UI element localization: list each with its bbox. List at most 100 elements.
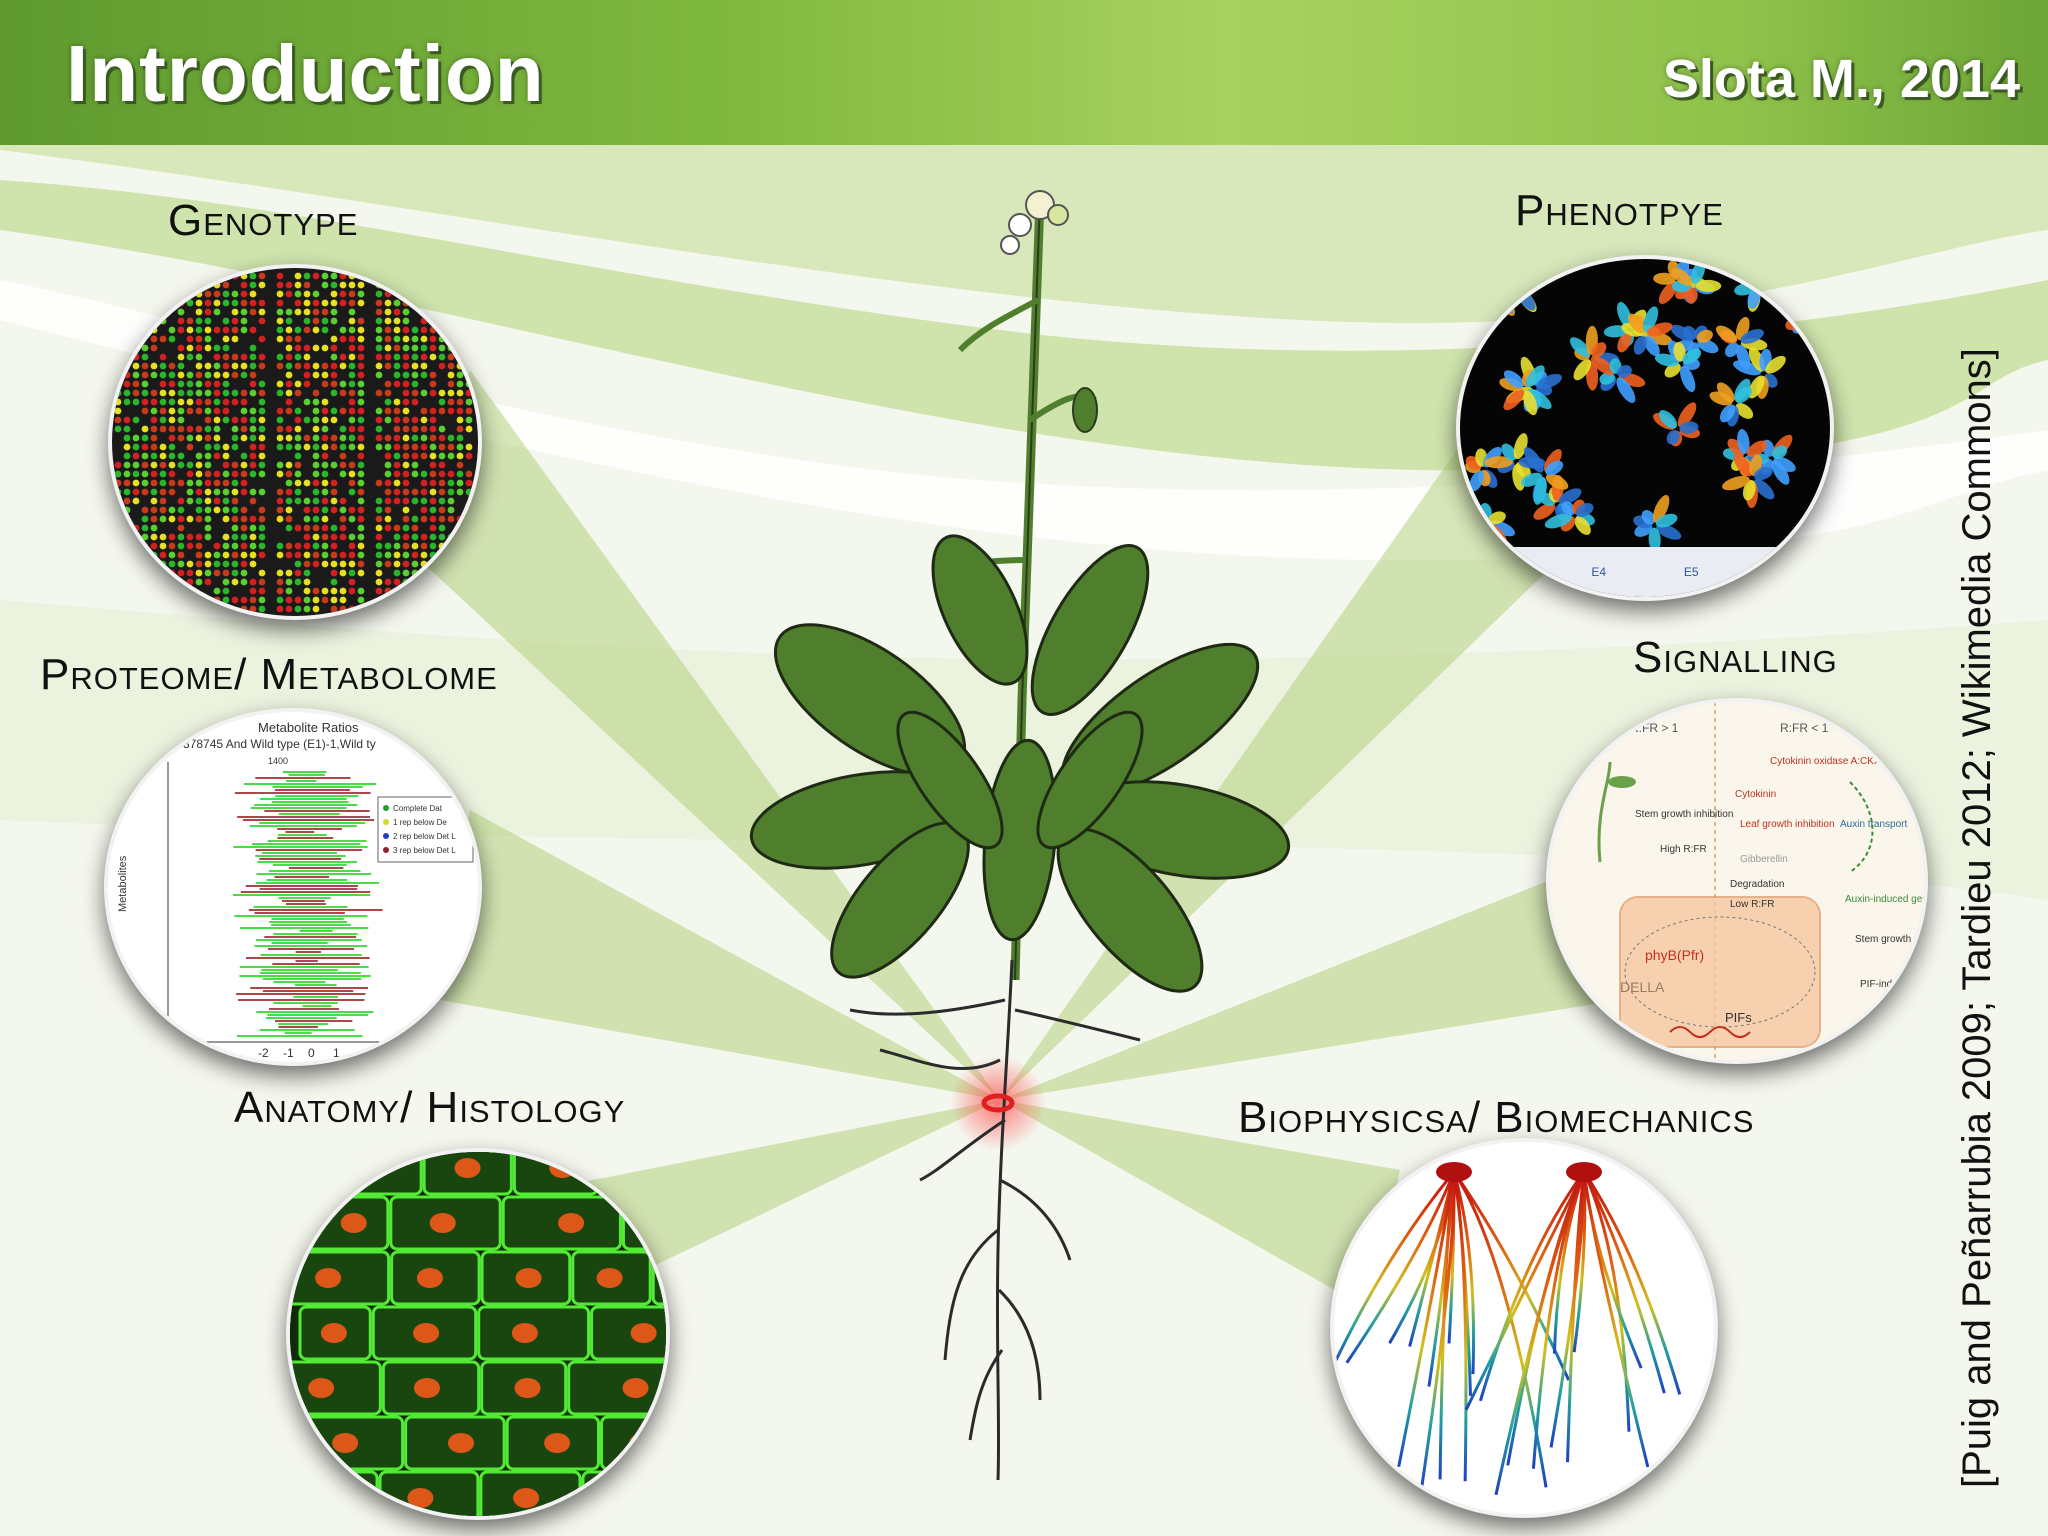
array-spot [285,380,293,388]
array-spot [141,488,149,496]
array-spot [249,479,257,487]
array-spot [285,533,293,541]
rosette-leaf [1574,516,1591,535]
array-spot [330,533,338,541]
rosette-leaf [1644,335,1660,357]
array-spot [249,389,257,397]
array-spot [258,299,266,307]
array-spot [213,281,221,289]
array-spot [339,488,347,496]
array-spot [303,452,311,460]
array-spot [168,362,176,370]
array-spot [420,524,428,532]
array-spot [141,398,149,406]
array-spot [285,569,293,577]
array-spot [303,398,311,406]
array-spot [339,587,347,595]
root-strand [1464,1171,1586,1411]
cell-nucleus [407,1488,434,1508]
array-spot [240,389,248,397]
array-spot [159,488,167,496]
sig-label: Stem growth inhibition [1635,809,1733,820]
array-spot [330,272,338,280]
array-spot [465,389,473,397]
array-spot [258,362,266,370]
array-spot [420,488,428,496]
array-spot [294,380,302,388]
array-spot [456,488,464,496]
array-spot [393,452,401,460]
array-spot [312,587,320,595]
signalling-diagram-image: R:FR > 1 R:FR < 1 Stem growth inhibition… [1546,698,1928,1064]
array-spot [411,470,419,478]
rosette-leaf [1545,460,1564,476]
array-spot [195,290,203,298]
array-spot [114,443,122,451]
array-spot [312,362,320,370]
array-spot [393,407,401,415]
array-spot [204,353,212,361]
array-spot [357,551,365,559]
array-spot [384,506,392,514]
array-spot [465,416,473,424]
rosette-leaf [1680,365,1696,393]
array-spot [285,272,293,280]
rosette-leaf [1648,527,1661,552]
array-spot [330,434,338,442]
array-spot [276,398,284,406]
array-spot [213,533,221,541]
array-spot [204,380,212,388]
array-spot [294,389,302,397]
array-spot [375,434,383,442]
array-spot [393,497,401,505]
histology-image [286,1148,670,1520]
array-spot [312,371,320,379]
rosette-leaf [1523,447,1544,473]
array-spot [114,398,122,406]
array-spot [132,371,140,379]
array-spot [384,416,392,424]
array-spot [276,326,284,334]
array-spot [438,506,446,514]
array-spot [168,479,176,487]
array-spot [276,479,284,487]
array-spot [294,524,302,532]
array-spot [123,443,131,451]
array-spot [312,353,320,361]
array-spot [438,371,446,379]
sig-label: DELLA [1620,979,1665,995]
metabolome-ytick: 1400 [268,756,288,766]
array-spot [285,371,293,379]
array-spot [186,425,194,433]
array-spot [420,542,428,550]
array-spot [321,326,329,334]
array-spot [195,407,203,415]
array-spot [231,524,239,532]
array-spot [240,425,248,433]
array-spot [330,371,338,379]
array-spot [168,533,176,541]
array-spot [276,578,284,586]
array-spot [402,335,410,343]
array-spot [123,407,131,415]
array-spot [150,497,158,505]
array-spot [393,317,401,325]
rosette-leaf [1666,430,1680,445]
array-spot [141,524,149,532]
array-spot [375,578,383,586]
array-spot [168,416,176,424]
root-biomechanics-image [1330,1138,1718,1518]
array-spot [411,551,419,559]
array-spot [168,524,176,532]
array-spot [159,389,167,397]
array-spot [123,488,131,496]
array-spot [312,569,320,577]
array-spot [240,470,248,478]
array-spot [402,317,410,325]
array-spot [330,362,338,370]
array-spot [402,461,410,469]
array-spot [231,470,239,478]
array-spot [348,326,356,334]
rosette-leaf [1501,443,1517,461]
array-spot [240,443,248,451]
